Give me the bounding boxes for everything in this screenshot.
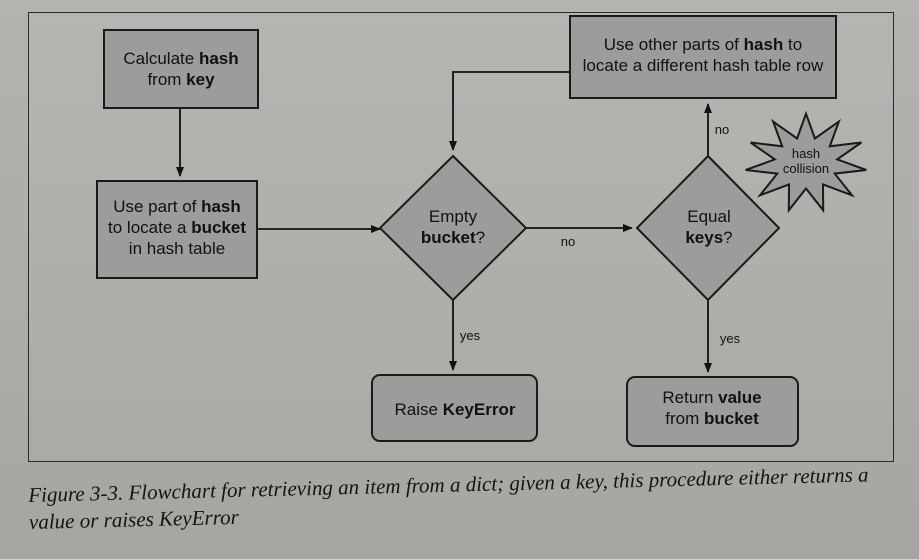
collision-line: hash (792, 146, 820, 161)
locate-bucket-line: in hash table (129, 239, 225, 258)
empty-bucket-line: Empty (429, 207, 478, 226)
node-other-parts-of-hash: Use other parts of hash to locate a diffe… (569, 15, 837, 99)
equal-keys-line: keys? (685, 228, 732, 247)
edge-other-to-empty (449, 71, 570, 151)
calc-hash-line: Calculate hash (123, 49, 238, 68)
raise-error-line: Raise KeyError (395, 400, 516, 419)
locate-bucket-line: to locate a bucket (108, 218, 246, 237)
svg-text:Raise KeyError: Raise KeyError (395, 400, 516, 419)
return-value-line: from bucket (665, 409, 759, 428)
node-equal-keys: Equal keys? (635, 154, 781, 302)
equal-keys-line: Equal (687, 207, 730, 226)
calc-hash-line: from key (147, 70, 215, 89)
edge-label-empty-yes: yes (460, 328, 481, 343)
edge-label-equal-yes: yes (720, 331, 741, 346)
edge-label-equal-no: no (715, 122, 729, 137)
node-return-value: Return value from bucket (626, 376, 799, 447)
figure-number: Figure 3-3. (28, 480, 124, 507)
return-value-line: Return value (662, 388, 761, 407)
other-parts-line: locate a different hash table row (583, 56, 824, 75)
collision-line: collision (783, 161, 829, 176)
empty-bucket-line: bucket? (421, 228, 485, 247)
edge-label-empty-no: no (561, 234, 575, 249)
other-parts-line: Use other parts of hash to (604, 35, 802, 54)
node-locate-bucket: Use part of hash to locate a bucket in has… (96, 180, 258, 279)
figure-frame (28, 12, 894, 462)
locate-bucket-line: Use part of hash (113, 197, 241, 216)
node-empty-bucket: Empty bucket? (378, 154, 528, 302)
node-calculate-hash: Calculate hash from key (103, 29, 259, 109)
node-raise-keyerror: Raise KeyError (371, 374, 538, 442)
